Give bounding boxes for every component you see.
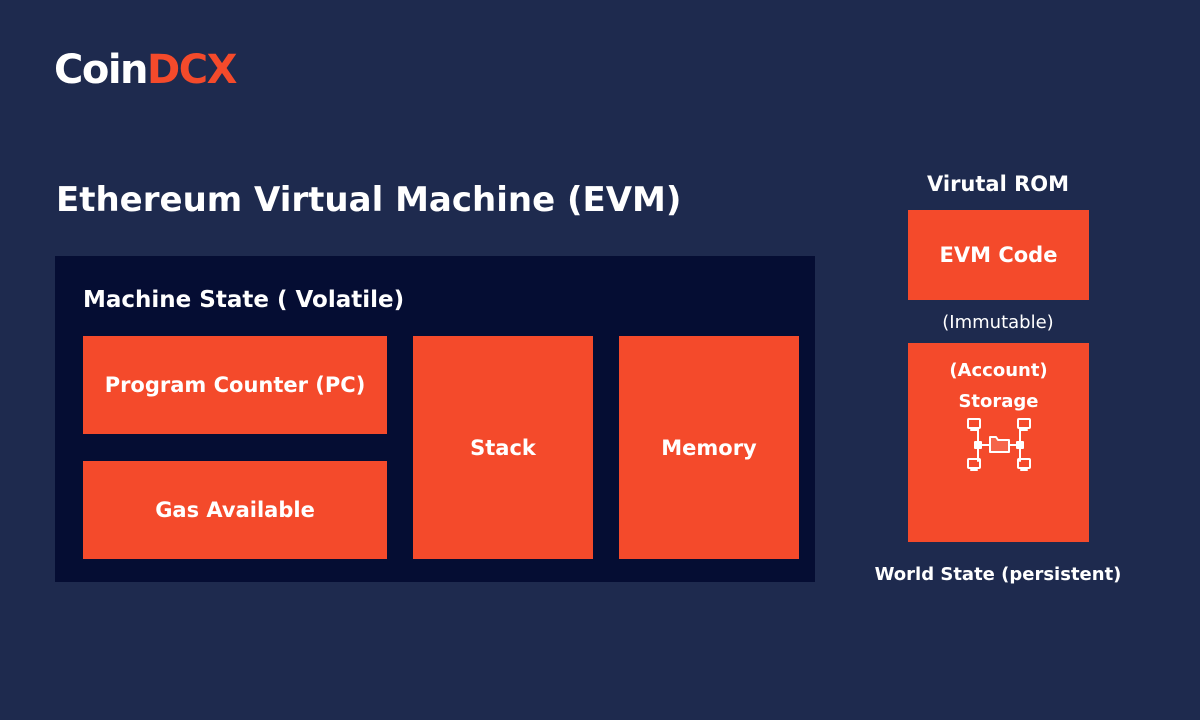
- machine-state-title: Machine State ( Volatile): [83, 287, 405, 313]
- logo-text-coin: Coin: [54, 47, 149, 93]
- logo-text-dcx: DCX: [147, 47, 237, 93]
- stack-box: Stack: [413, 336, 593, 559]
- evm-code-box: EVM Code: [908, 210, 1089, 300]
- memory-box: Memory: [619, 336, 799, 559]
- storage-label-line2: Storage: [958, 391, 1039, 412]
- world-state-caption: World State (persistent): [874, 564, 1122, 585]
- gas-available-label: Gas Available: [155, 498, 315, 522]
- virtual-rom-title: Virutal ROM: [926, 172, 1070, 196]
- network-storage-icon: [967, 418, 1031, 471]
- immutable-note: (Immutable): [942, 312, 1054, 333]
- diagram-title: Ethereum Virtual Machine (EVM): [56, 180, 682, 220]
- stack-label: Stack: [470, 435, 536, 460]
- evm-code-label: EVM Code: [939, 243, 1058, 267]
- memory-label: Memory: [661, 435, 757, 460]
- machine-state-panel: Machine State ( Volatile) Program Counte…: [55, 256, 815, 582]
- coindcx-logo: CoinDCX: [54, 46, 237, 94]
- program-counter-box: Program Counter (PC): [83, 336, 387, 434]
- storage-label-line1: (Account): [949, 360, 1048, 381]
- program-counter-label: Program Counter (PC): [104, 373, 366, 397]
- account-storage-label: (Account) Storage: [908, 355, 1089, 417]
- gas-available-box: Gas Available: [83, 461, 387, 559]
- account-storage-box: (Account) Storage: [908, 343, 1089, 542]
